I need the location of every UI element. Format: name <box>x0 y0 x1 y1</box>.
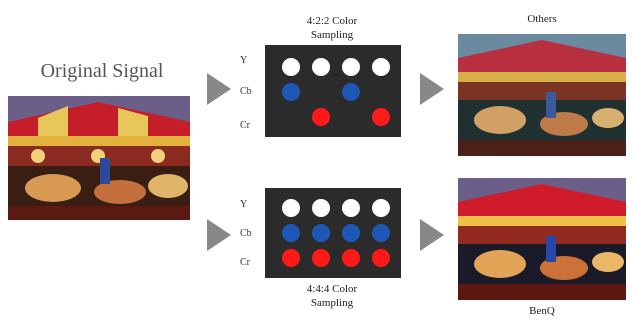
arrow-to-others-icon <box>420 73 444 105</box>
cr-sample-dot <box>372 108 390 126</box>
caption-422-line2: Sampling <box>310 29 354 41</box>
row-label-cb-bottom: Cb <box>240 228 252 239</box>
benq-carousel-photo <box>458 178 626 300</box>
arrow-to-422-icon <box>207 73 231 105</box>
caption-422-line1: 4:2:2 Color <box>306 15 358 27</box>
row-label-cr-top: Cr <box>240 120 250 131</box>
others-image <box>458 34 626 156</box>
cb-sample-dot <box>342 224 360 242</box>
sampling-panel-444 <box>265 188 401 278</box>
row-label-y-bottom: Y <box>240 199 248 210</box>
carousel-image <box>8 96 190 220</box>
arrow-to-benq-icon <box>420 219 444 251</box>
cr-sample-dot <box>312 108 330 126</box>
y-sample-dot <box>342 58 360 76</box>
cr-sample-dot <box>282 249 300 267</box>
row-label-cb-top: Cb <box>240 86 252 97</box>
sampling-panel-422 <box>265 45 401 137</box>
original-signal-title: Original Signal <box>40 60 164 82</box>
y-sample-dot <box>372 199 390 217</box>
cr-sample-dot <box>372 249 390 267</box>
row-label-cr-bottom: Cr <box>240 257 250 268</box>
caption-444-line1: 4:4:4 Color <box>306 283 358 295</box>
y-sample-dot <box>282 199 300 217</box>
cb-sample-dot <box>372 224 390 242</box>
output-label-top: Others <box>527 13 557 25</box>
cb-sample-dot <box>282 83 300 101</box>
cb-sample-dot <box>342 83 360 101</box>
y-sample-dot <box>372 58 390 76</box>
y-sample-dot <box>312 58 330 76</box>
y-sample-dot <box>312 199 330 217</box>
original-carousel-photo <box>8 96 190 220</box>
cr-sample-dot <box>312 249 330 267</box>
others-carousel-photo <box>458 34 626 156</box>
y-sample-dot <box>342 199 360 217</box>
y-sample-dot <box>282 58 300 76</box>
arrow-to-444-icon <box>207 219 231 251</box>
benq-image <box>458 178 626 300</box>
caption-422: 4:2:2 Color Sampling <box>272 14 392 42</box>
cb-sample-dot <box>312 224 330 242</box>
caption-444-line2: Sampling <box>310 297 354 309</box>
cr-sample-dot <box>342 249 360 267</box>
caption-444: 4:4:4 Color Sampling <box>272 282 392 310</box>
output-label-bottom: BenQ <box>529 305 555 317</box>
row-label-y-top: Y <box>240 55 248 66</box>
cb-sample-dot <box>282 224 300 242</box>
